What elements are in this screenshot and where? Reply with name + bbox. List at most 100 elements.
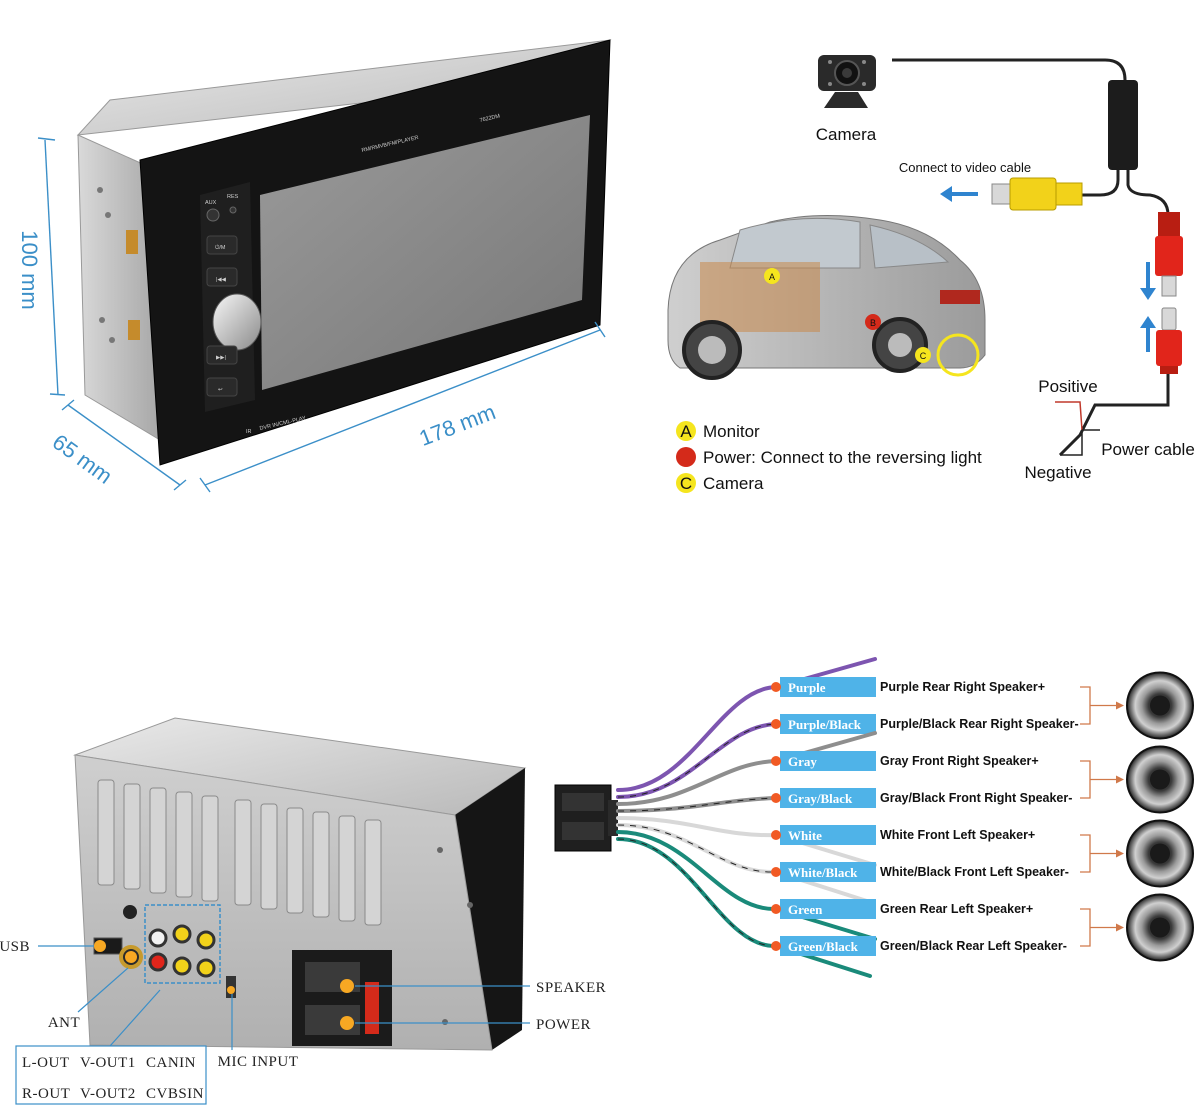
arrow-down-icon <box>1140 262 1156 300</box>
power-mode-icon: ⏻/M <box>215 244 226 251</box>
io-v-out2: V-OUT2 <box>80 1086 136 1102</box>
wire-desc-5: White/Black Front Left Speaker- <box>880 865 1069 879</box>
camera-label: Camera <box>816 125 877 144</box>
wire-4 <box>616 816 877 867</box>
video-cable-label: Connect to video cable <box>899 160 1031 175</box>
usb-label: USB <box>0 939 30 955</box>
camera-legend: A Monitor Power: Connect to the reversin… <box>676 421 982 493</box>
speaker-dustcap-1 <box>1150 769 1170 790</box>
wire-dot-5 <box>771 867 781 877</box>
speaker-arrow-2 <box>1116 849 1124 858</box>
speaker-label: SPEAKER <box>536 980 606 996</box>
legend-marker-c: C <box>680 474 692 493</box>
model-label: 7622DM <box>479 113 501 124</box>
speaker-bracket-1 <box>1080 760 1118 799</box>
wire-tag-box-4 <box>780 825 876 845</box>
wire-tag-box-6 <box>780 899 876 919</box>
wire-plug <box>554 784 618 852</box>
io-table: L-OUT V-OUT1 CANIN R-OUT V-OUT2 CVBSIN <box>15 1045 207 1105</box>
positive-label: Positive <box>1038 377 1098 396</box>
wire-stripe-3 <box>617 797 777 812</box>
wire-desc-7: Green/Black Rear Left Speaker- <box>880 939 1067 953</box>
wire-tag-0: Purple <box>788 680 826 695</box>
arrow-left-icon <box>940 186 978 202</box>
legend-camera: Camera <box>703 474 764 493</box>
wire-tag-box-7 <box>780 936 876 956</box>
next-icon: ▶▶| <box>216 355 226 361</box>
prev-icon: |◀◀ <box>216 277 227 283</box>
speaker-bracket-3 <box>1080 908 1118 947</box>
wire-tag-3: Gray/Black <box>788 791 853 806</box>
legend-monitor: Monitor <box>703 422 760 441</box>
legend-marker-a: A <box>680 422 692 441</box>
wire-tag-6: Green <box>788 902 823 917</box>
speaker-arrow-3 <box>1116 923 1124 932</box>
cable-junction <box>1108 80 1138 170</box>
wire-stripe-1 <box>617 723 777 798</box>
rear-leader-lines <box>38 945 530 1050</box>
wire-tag-5: White/Black <box>788 865 858 880</box>
head-unit-rear <box>73 717 527 1051</box>
depth-dimension: 65 mm <box>48 429 117 489</box>
speaker-bracket-0 <box>1080 686 1118 725</box>
power-connector-female <box>1155 212 1183 297</box>
io-cvbsin: CVBSIN <box>146 1086 204 1102</box>
power-connector-male <box>1156 307 1182 374</box>
res-label: RES <box>227 194 239 200</box>
ant-label: ANT <box>48 1015 80 1031</box>
wire-6 <box>616 830 877 941</box>
legend-power: Power: Connect to the reversing light <box>703 448 982 467</box>
wire-desc-2: Gray Front Right Speaker+ <box>880 754 1039 768</box>
speaker-icons <box>1080 671 1194 962</box>
aux-label: AUX <box>205 200 217 206</box>
wire-desc-4: White Front Left Speaker+ <box>880 828 1035 842</box>
wire-tag-box-5 <box>780 862 876 882</box>
wire-tag-box-1 <box>780 714 876 734</box>
wire-tag-4: White <box>788 828 822 843</box>
mic-input-label: MIC INPUT <box>218 1054 299 1070</box>
wire-tag-box-0 <box>780 677 876 697</box>
speaker-dustcap-3 <box>1150 917 1170 938</box>
power-wire-split <box>1055 401 1100 456</box>
wire-0 <box>616 657 877 792</box>
speaker-arrow-1 <box>1116 775 1124 784</box>
wire-tag-7: Green/Black <box>788 939 859 954</box>
wire-stripe-7 <box>617 838 777 947</box>
dimension-lines <box>37 137 606 493</box>
io-l-out: L-OUT <box>22 1055 70 1071</box>
negative-label: Negative <box>1024 463 1091 482</box>
car-marker-b: B <box>870 318 876 328</box>
height-dimension: 100 mm <box>17 230 42 309</box>
power-cable-label: Power cable <box>1101 440 1195 459</box>
power-label: POWER <box>536 1017 591 1033</box>
wire-dot-6 <box>771 904 781 914</box>
io-canin: CANIN <box>146 1055 196 1071</box>
car-marker-a: A <box>769 272 775 282</box>
car-cutaway-illustration <box>667 214 986 380</box>
wire-dot-2 <box>771 756 781 766</box>
wire-tag-box-2 <box>780 751 876 771</box>
wire-desc-6: Green Rear Left Speaker+ <box>880 902 1033 916</box>
wire-dot-3 <box>771 793 781 803</box>
wire-desc-1: Purple/Black Rear Right Speaker- <box>880 717 1079 731</box>
wire-dot-0 <box>771 682 781 692</box>
speaker-dustcap-2 <box>1150 843 1170 864</box>
wire-dot-1 <box>771 719 781 729</box>
speaker-dustcap-0 <box>1150 695 1170 716</box>
speaker-bracket-2 <box>1080 834 1118 873</box>
wire-stripe-5 <box>617 824 777 873</box>
wire-tag-1: Purple/Black <box>788 717 862 732</box>
wire-2 <box>616 731 877 806</box>
head-unit-front: ⏻/M |◀◀ ▶▶| ↩ AUX RES RM/RMVB/FM/PLAYER … <box>76 39 612 466</box>
wire-dot-4 <box>771 830 781 840</box>
video-rca-connector <box>991 177 1083 211</box>
arrow-up-icon <box>1140 316 1156 352</box>
camera-cables <box>892 58 1170 457</box>
io-v-out1: V-OUT1 <box>80 1055 136 1071</box>
backup-camera <box>818 55 876 108</box>
car-marker-c: C <box>920 351 927 361</box>
io-r-out: R-OUT <box>22 1086 70 1102</box>
speaker-arrow-0 <box>1116 701 1124 710</box>
